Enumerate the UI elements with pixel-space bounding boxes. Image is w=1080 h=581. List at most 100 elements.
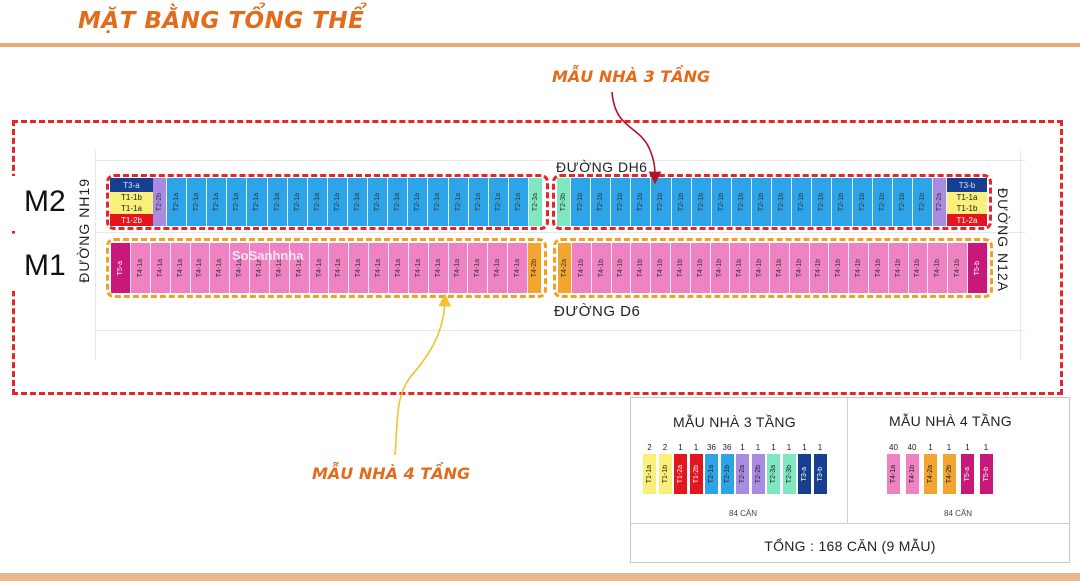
lot-t4-1b[interactable]: T4-1b — [591, 243, 612, 293]
lot-t2-1a[interactable]: T2-1a — [408, 178, 429, 226]
lot-t2-1b[interactable]: T2-1b — [571, 178, 592, 226]
lot-t2-1b[interactable]: T2-1b — [812, 178, 833, 226]
lot-t1-1b[interactable]: T1-1b — [947, 203, 987, 214]
lot-t2-1b[interactable]: T2-1b — [611, 178, 632, 226]
lot-t2-1b[interactable]: T2-1b — [671, 178, 692, 226]
lot-t3-b[interactable]: T3-b — [947, 178, 987, 192]
lot-t4-1a[interactable]: T4-1a — [150, 243, 171, 293]
watermark: SoSanhnha — [232, 248, 304, 263]
lot-t4-1a[interactable]: T4-1a — [210, 243, 231, 293]
lot-t4-1b[interactable]: T4-1b — [651, 243, 671, 293]
lot-t4-1b[interactable]: T4-1b — [710, 243, 731, 293]
lot-t4-1a[interactable]: T4-1a — [190, 243, 211, 293]
lot-t4-1a[interactable]: T4-1a — [448, 243, 469, 293]
lot-t2-1b[interactable]: T2-1b — [591, 178, 612, 226]
lot-t4-1a[interactable]: T4-1a — [230, 243, 251, 293]
lot-t2-3a[interactable]: T2-3a — [529, 178, 543, 226]
lot-t4-1a[interactable]: T4-1a — [131, 243, 151, 293]
lot-t4-2a[interactable]: T4-2a — [558, 243, 572, 293]
lot-t4-1b[interactable]: T4-1b — [888, 243, 909, 293]
lot-t4-2b[interactable]: T4-2b — [528, 243, 542, 293]
lot-t2-1b[interactable]: T2-1b — [731, 178, 752, 226]
lot-t4-1b[interactable]: T4-1b — [730, 243, 751, 293]
lot-t2-1a[interactable]: T2-1a — [327, 178, 348, 226]
lot-t2-1a[interactable]: T2-1a — [267, 178, 288, 226]
lot-t2-1b[interactable]: T2-1b — [852, 178, 873, 226]
lot-t4-1a[interactable]: T4-1a — [309, 243, 330, 293]
lot-t2-1b[interactable]: T2-1b — [631, 178, 652, 226]
lot-t2-2a[interactable]: T2-2a — [933, 178, 947, 226]
lot-t4-1b[interactable]: T4-1b — [690, 243, 711, 293]
lot-t4-1a[interactable]: T4-1a — [349, 243, 370, 293]
lot-t1-1a[interactable]: T1-1a — [947, 192, 987, 203]
lot-t4-1b[interactable]: T4-1b — [908, 243, 929, 293]
legend-label: T4-2a — [927, 464, 934, 484]
lot-t4-1a[interactable]: T4-1a — [408, 243, 429, 293]
lot-t3-a[interactable]: T3-a — [110, 178, 153, 192]
lot-t4-1b[interactable]: T4-1b — [631, 243, 652, 293]
lot-t4-1b[interactable]: T4-1b — [948, 243, 968, 293]
lot-t4-1a[interactable]: T4-1a — [329, 243, 350, 293]
lot-t4-1b[interactable]: T4-1b — [611, 243, 632, 293]
lot-t5-a[interactable]: T5-a — [111, 243, 131, 293]
lot-t1-1a[interactable]: T1-1a — [110, 203, 153, 214]
lot-t2-1b[interactable]: T2-1b — [792, 178, 813, 226]
lot-t1-1b[interactable]: T1-1b — [110, 192, 153, 203]
lot-t4-1b[interactable]: T4-1b — [829, 243, 850, 293]
lot-t2-1a[interactable]: T2-1a — [307, 178, 328, 226]
lot-t2-1a[interactable]: T2-1a — [448, 178, 469, 226]
lot-t2-1a[interactable]: T2-1a — [508, 178, 529, 226]
lot-t2-1a[interactable]: T2-1a — [468, 178, 489, 226]
lot-t4-1b[interactable]: T4-1b — [789, 243, 810, 293]
lot-t2-1b[interactable]: T2-1b — [651, 178, 672, 226]
lot-t4-1b[interactable]: T4-1b — [572, 243, 592, 293]
lot-t2-1a[interactable]: T2-1a — [187, 178, 208, 226]
lot-t2-1b[interactable]: T2-1b — [872, 178, 893, 226]
m1-outline-right — [553, 238, 993, 298]
lot-t4-1a[interactable]: T4-1a — [508, 243, 528, 293]
lot-t2-1b[interactable]: T2-1b — [892, 178, 913, 226]
lot-t5-b[interactable]: T5-b — [968, 243, 988, 293]
lot-t2-1a[interactable]: T2-1a — [207, 178, 228, 226]
lot-t1-2a[interactable]: T1-2a — [947, 214, 987, 226]
lot-t2-1a[interactable]: T2-1a — [488, 178, 509, 226]
lot-t4-1a[interactable]: T4-1a — [488, 243, 509, 293]
legend-header-three-floor: MẪU NHÀ 3 TẦNG — [673, 414, 796, 430]
lot-t2-1b[interactable]: T2-1b — [912, 178, 933, 226]
lot-t2-1a[interactable]: T2-1a — [247, 178, 268, 226]
lot-t4-1b[interactable]: T4-1b — [849, 243, 869, 293]
lot-t2-1b[interactable]: T2-1b — [751, 178, 773, 226]
lot-t4-1a[interactable]: T4-1a — [289, 243, 310, 293]
lot-t2-3b[interactable]: T2-3b — [557, 178, 571, 226]
lot-t2-1a[interactable]: T2-1a — [227, 178, 248, 226]
lot-t2-1a[interactable]: T2-1a — [287, 178, 308, 226]
lot-t2-1a[interactable]: T2-1a — [167, 178, 188, 226]
lot-t4-1b[interactable]: T4-1b — [868, 243, 889, 293]
lot-t4-1a[interactable]: T4-1a — [369, 243, 389, 293]
lot-t4-1b[interactable]: T4-1b — [670, 243, 691, 293]
lot-t2-1a[interactable]: T2-1a — [368, 178, 389, 226]
lot-t2-1b[interactable]: T2-1b — [772, 178, 793, 226]
legend-swatch-body: T1-1b — [658, 454, 672, 494]
lot-t4-1a[interactable]: T4-1a — [269, 243, 290, 293]
lot-t2-1a[interactable]: T2-1a — [347, 178, 369, 226]
lot-t2-2b[interactable]: T2-2b — [153, 178, 167, 226]
legend-count: 1 — [965, 443, 970, 452]
lot-t4-1a[interactable]: T4-1a — [428, 243, 449, 293]
lot-t2-1a[interactable]: T2-1a — [428, 178, 449, 226]
legend-label: T2-3a — [770, 464, 777, 484]
lot-t1-2b[interactable]: T1-2b — [110, 214, 153, 226]
lot-t4-1b[interactable]: T4-1b — [928, 243, 949, 293]
lot-t4-1a[interactable]: T4-1a — [388, 243, 409, 293]
lot-t4-1a[interactable]: T4-1a — [250, 243, 270, 293]
lot-t2-1b[interactable]: T2-1b — [711, 178, 732, 226]
lot-t4-1a[interactable]: T4-1a — [170, 243, 191, 293]
lot-t4-1b[interactable]: T4-1b — [809, 243, 830, 293]
lot-t2-1b[interactable]: T2-1b — [832, 178, 853, 226]
lot-t4-1a[interactable]: T4-1a — [468, 243, 489, 293]
lot-t2-1b[interactable]: T2-1b — [691, 178, 712, 226]
lot-t2-1a[interactable]: T2-1a — [388, 178, 409, 226]
lot-t4-1b[interactable]: T4-1b — [769, 243, 790, 293]
legend-count: 1 — [817, 443, 823, 452]
lot-t4-1b[interactable]: T4-1b — [750, 243, 770, 293]
